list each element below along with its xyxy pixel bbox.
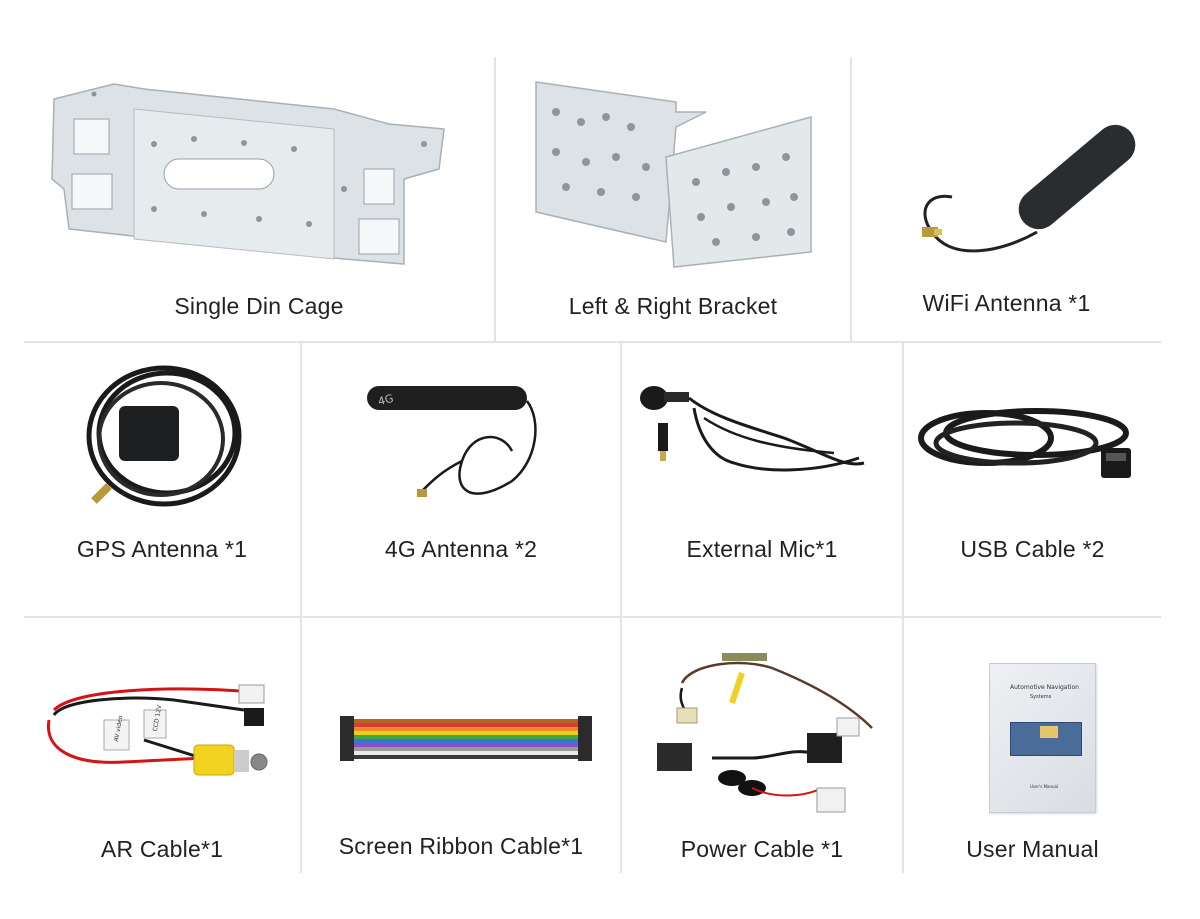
- item-label: Left & Right Bracket: [568, 293, 778, 319]
- item-external-mic: External Mic*1: [622, 343, 902, 616]
- item-label: User Manual: [966, 836, 1099, 862]
- power-cable-icon: [657, 653, 873, 813]
- wifi-antenna-icon: [922, 124, 1136, 253]
- item-ar-cable: AV video CCD 12V AR Cable*1: [24, 618, 300, 873]
- tag-text: CCD 12V: [152, 704, 164, 732]
- item-4g-antenna: 4G 4G Antenna *2: [302, 343, 620, 616]
- item-din-cage: Single Din Cage: [24, 57, 494, 341]
- item-label: GPS Antenna *1: [76, 536, 248, 562]
- manual-icon: Automotive Navigation Systems User's Man…: [989, 663, 1096, 813]
- item-user-manual: Automotive Navigation Systems User's Man…: [904, 618, 1161, 873]
- din-cage-icon: [51, 83, 445, 265]
- item-bracket: Left & Right Bracket: [496, 57, 850, 341]
- item-label: USB Cable *2: [960, 536, 1105, 562]
- 4g-antenna-icon: 4G: [367, 386, 537, 497]
- tag-text: AV video: [113, 715, 124, 742]
- manual-subtitle: Systems: [1030, 694, 1052, 700]
- item-gps-antenna: GPS Antenna *1: [24, 343, 300, 616]
- item-power-cable: Power Cable *1: [622, 618, 902, 873]
- manual-screen-tile: [1040, 726, 1058, 738]
- ar-cable-icon: AV video CCD 12V: [46, 684, 268, 776]
- item-label: Screen Ribbon Cable*1: [338, 833, 584, 859]
- divider: [494, 57, 496, 341]
- ribbon-cable-icon: [340, 716, 592, 761]
- divider: [620, 343, 622, 873]
- divider: [850, 57, 852, 341]
- item-label: AR Cable*1: [100, 836, 224, 862]
- item-wifi-antenna: WiFi Antenna *1: [852, 57, 1161, 341]
- mic-icon: [640, 386, 865, 472]
- brand-text: 4G: [377, 392, 395, 409]
- manual-title: Automotive Navigation: [1010, 684, 1079, 691]
- item-label: Single Din Cage: [174, 293, 344, 319]
- bracket-icon: [535, 81, 812, 268]
- item-label: 4G Antenna *2: [384, 536, 538, 562]
- divider: [902, 343, 904, 873]
- item-ribbon-cable: Screen Ribbon Cable*1: [302, 618, 620, 873]
- manual-footer: User's Manual: [1030, 784, 1059, 789]
- item-label: WiFi Antenna *1: [922, 290, 1091, 316]
- item-label: Power Cable *1: [680, 836, 844, 862]
- divider: [24, 616, 1161, 618]
- item-label: External Mic*1: [686, 536, 838, 562]
- gps-antenna-icon: [86, 365, 242, 507]
- item-usb-cable: USB Cable *2: [904, 343, 1161, 616]
- usb-cable-icon: [918, 408, 1131, 478]
- divider: [24, 341, 1161, 343]
- divider: [300, 343, 302, 873]
